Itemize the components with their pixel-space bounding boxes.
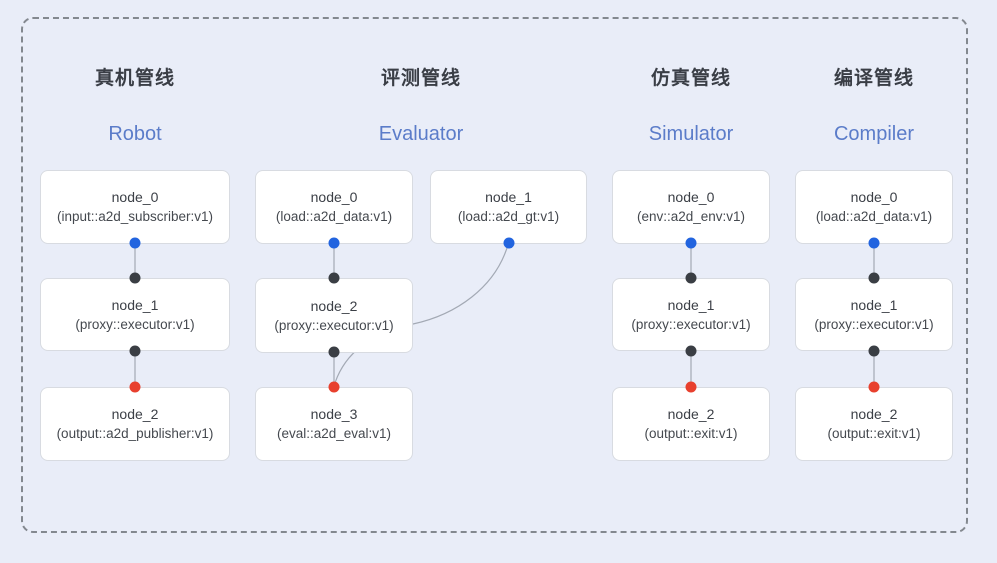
source-port-dot — [129, 237, 141, 249]
pipeline-title-en: Robot — [108, 123, 162, 145]
source-port-dot — [328, 237, 340, 249]
node-name: node_1 — [111, 296, 159, 313]
relay-port-dot — [129, 345, 141, 357]
relay-port-dot — [868, 272, 880, 284]
relay-port-dot — [328, 272, 340, 284]
node-name: node_2 — [111, 406, 159, 422]
node-name: node_1 — [850, 296, 898, 313]
node-impl: (eval::a2d_eval:v1) — [276, 426, 392, 441]
node-name: node_1 — [667, 296, 715, 313]
pipeline-title-en: Evaluator — [378, 123, 464, 145]
node-box: node_0(load::a2d_data:v1) — [255, 170, 413, 244]
node-impl: (proxy::executor:v1) — [631, 316, 751, 332]
sink-port-dot — [129, 381, 141, 393]
node-box: node_1(load::a2d_gt:v1) — [430, 170, 587, 244]
node-name: node_0 — [111, 189, 159, 205]
node-box: node_2(output::exit:v1) — [795, 387, 953, 461]
source-port-dot — [868, 237, 880, 249]
node-name: node_2 — [310, 297, 358, 314]
sink-port-dot — [328, 381, 340, 393]
node-name: node_2 — [850, 406, 898, 422]
node-impl: (output::exit:v1) — [644, 426, 738, 441]
node-impl: (proxy::executor:v1) — [274, 317, 394, 333]
node-box: node_2(output::a2d_publisher:v1) — [40, 387, 230, 461]
node-box: node_0(input::a2d_subscriber:v1) — [40, 170, 230, 244]
node-impl: (load::a2d_gt:v1) — [457, 209, 560, 224]
node-impl: (output::a2d_publisher:v1) — [56, 426, 214, 441]
node-impl: (input::a2d_subscriber:v1) — [56, 209, 214, 224]
node-box: node_2(output::exit:v1) — [612, 387, 770, 461]
relay-port-dot — [685, 345, 697, 357]
node-impl: (env::a2d_env:v1) — [636, 209, 746, 224]
relay-port-dot — [129, 272, 141, 284]
node-box: node_1(proxy::executor:v1) — [612, 278, 770, 351]
relay-port-dot — [328, 346, 340, 358]
pipeline-frame — [21, 17, 968, 533]
node-name: node_0 — [667, 189, 715, 205]
node-name: node_1 — [485, 189, 532, 205]
sink-port-dot — [685, 381, 697, 393]
node-box: node_3(eval::a2d_eval:v1) — [255, 387, 413, 461]
relay-port-dot — [868, 345, 880, 357]
node-box: node_1(proxy::executor:v1) — [795, 278, 953, 351]
pipeline-title-en: Compiler — [833, 123, 915, 145]
node-impl: (output::exit:v1) — [827, 426, 921, 441]
node-name: node_3 — [310, 406, 358, 422]
relay-port-dot — [685, 272, 697, 284]
node-box: node_0(env::a2d_env:v1) — [612, 170, 770, 244]
node-name: node_2 — [667, 406, 715, 422]
node-box: node_0(load::a2d_data:v1) — [795, 170, 953, 244]
source-port-dot — [503, 237, 514, 249]
node-box: node_2(proxy::executor:v1) — [255, 278, 413, 353]
node-impl: (proxy::executor:v1) — [814, 316, 934, 332]
pipeline-title-zh: 真机管线 — [94, 68, 176, 89]
node-impl: (proxy::executor:v1) — [75, 316, 195, 332]
pipeline-title-zh: 编译管线 — [833, 68, 915, 89]
source-port-dot — [685, 237, 697, 249]
pipeline-title-en: Simulator — [648, 123, 734, 145]
sink-port-dot — [868, 381, 880, 393]
pipeline-title-zh: 评测管线 — [380, 68, 462, 89]
node-impl: (load::a2d_data:v1) — [815, 209, 933, 224]
node-name: node_0 — [310, 189, 358, 205]
pipeline-title-zh: 仿真管线 — [650, 68, 732, 89]
node-box: node_1(proxy::executor:v1) — [40, 278, 230, 351]
node-name: node_0 — [850, 189, 898, 205]
node-impl: (load::a2d_data:v1) — [275, 209, 393, 224]
